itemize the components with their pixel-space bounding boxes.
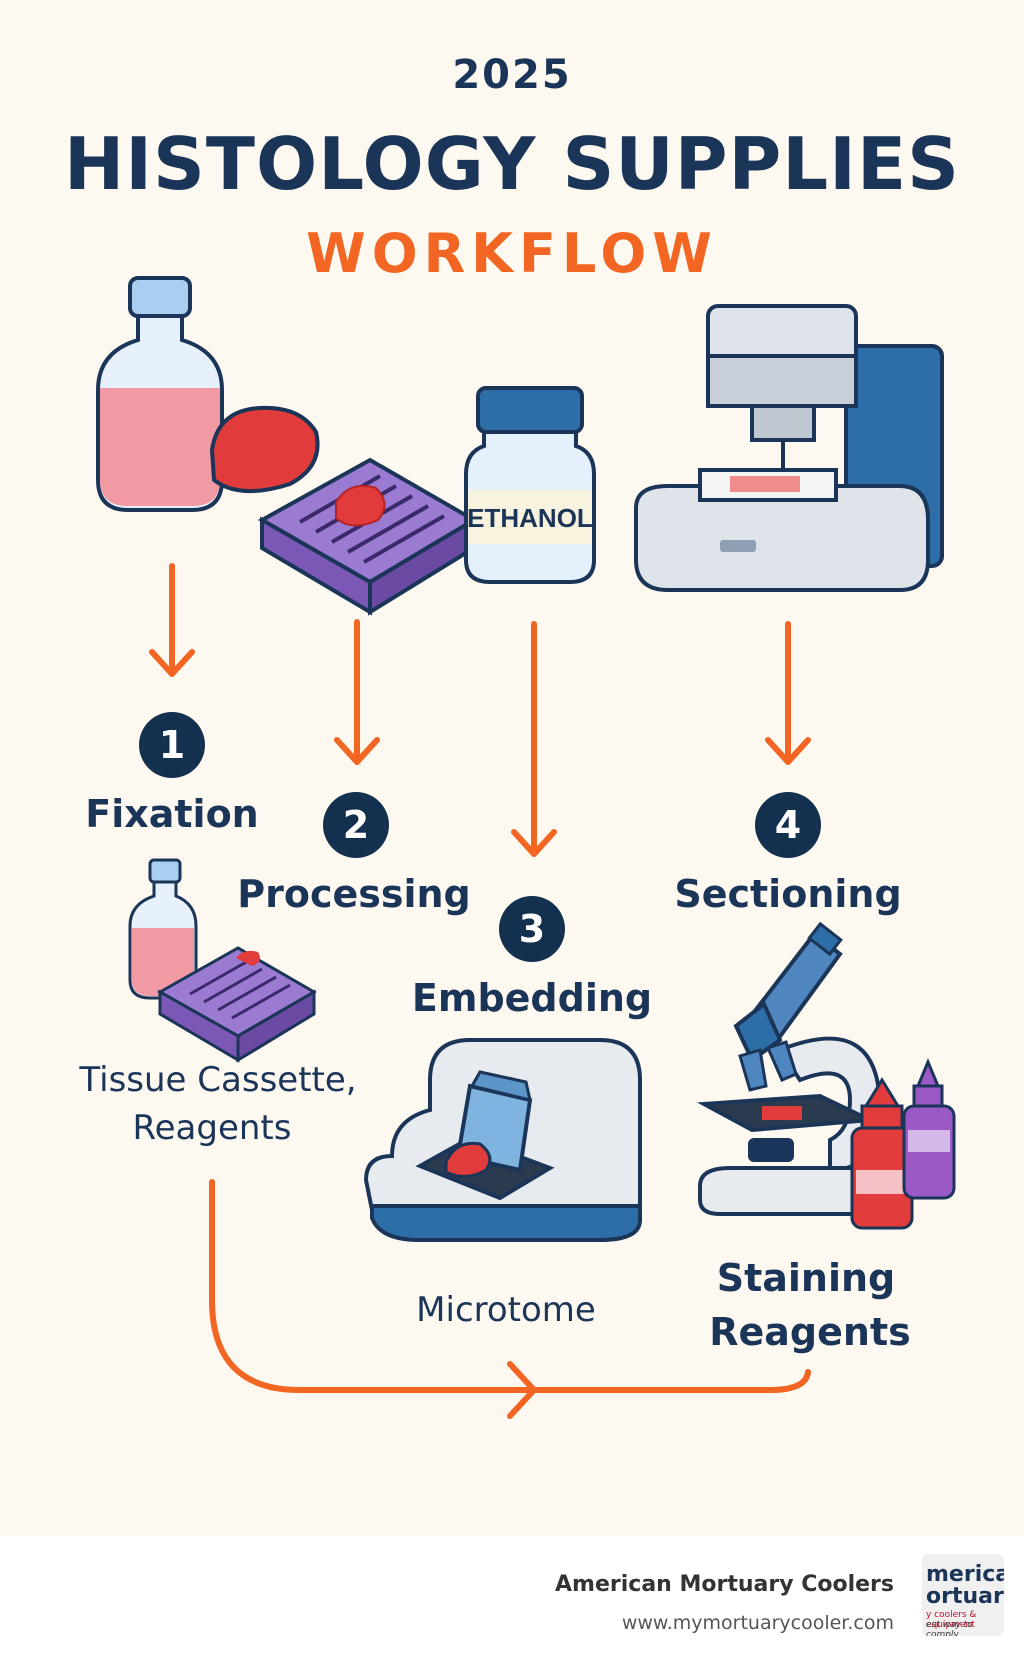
staining-label-line1: Staining [716,1256,896,1300]
workflow-illustration: ETHANOL [96,276,956,1419]
ethanol-label: ETHANOL [467,503,593,533]
step-1-badge: 1 [139,712,205,778]
step-4-badge: 4 [755,792,821,858]
footer-company: American Mortuary Coolers [555,1572,894,1597]
logo-line1: merican [926,1562,1004,1587]
tissue-sample-icon [209,405,320,494]
tissue-cassette-small-icon [156,946,317,1063]
embedding-center-icon [363,1038,642,1242]
purple-dropper-bottle-icon [902,1058,956,1200]
footer: American Mortuary Coolers www.mymortuary… [0,1536,1024,1666]
page-title-year: 2025 [452,52,572,98]
microtome-label: Microtome [416,1290,596,1330]
step-4-label: Sectioning [674,872,902,916]
step-2-badge: 2 [323,792,389,858]
reagent-bottle-small-icon [128,858,198,1000]
page-title: HISTOLOGY SUPPLIES [63,122,961,206]
footer-url[interactable]: www.mymortuarycooler.com [621,1612,894,1634]
company-logo: merican ortuary y coolers & equipment es… [922,1554,1004,1636]
red-dropper-bottle-icon [850,1077,914,1230]
step-1-label: Fixation [85,792,259,836]
step-3-badge: 3 [499,896,565,962]
workflow-arrows [149,563,811,1419]
page-subtitle: WORKFLOW [306,222,718,285]
step-3-label: Embedding [411,976,653,1020]
logo-line3: y coolers & equipment [926,1610,977,1630]
staining-label-line2: Reagents [709,1310,911,1354]
logo-line4: est way to comply [926,1620,973,1636]
logo-line2: ortuary [926,1584,1004,1609]
microscope-icon [696,921,883,1216]
tissue-processor-icon [634,304,944,592]
cassette-reagents-label-line1: Tissue Cassette, [79,1060,357,1100]
step-2-label: Processing [237,872,471,916]
cassette-reagents-label-line2: Reagents [132,1108,292,1148]
fixative-bottle-icon [96,276,224,512]
ethanol-bottle-icon: ETHANOL [464,386,596,584]
